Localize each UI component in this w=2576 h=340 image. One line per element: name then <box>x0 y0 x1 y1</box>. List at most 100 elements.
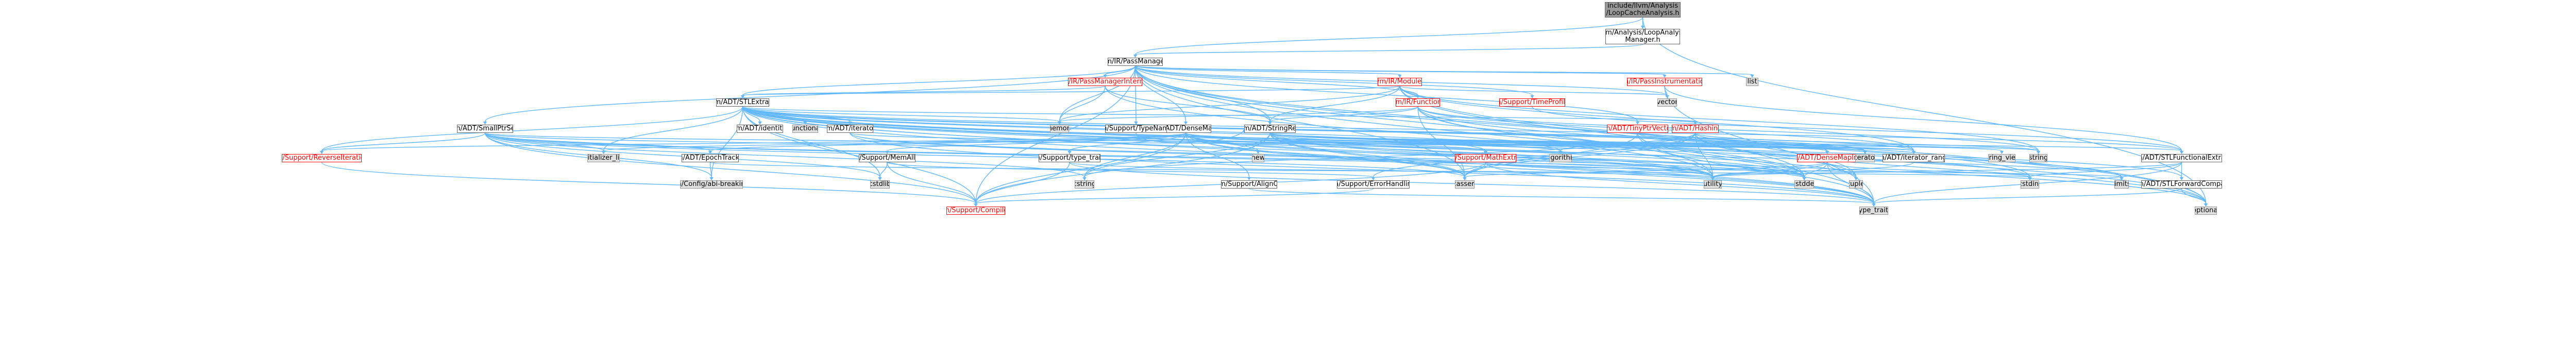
node-vector[interactable]: vector <box>1657 98 1677 107</box>
edge-mathextras-to-cassert <box>1464 162 1486 178</box>
node-functional[interactable]: functional <box>792 125 818 133</box>
node-cstring[interactable]: cstring <box>1075 180 1094 189</box>
edge-stlextras-to-tuple <box>742 106 1857 178</box>
node-stlforwardcompat-h[interactable]: llvm/ADT/STLForwardCompat.h <box>2141 180 2222 189</box>
node-optional[interactable]: optional <box>2195 207 2217 215</box>
node-memory[interactable]: memory <box>1050 125 1069 133</box>
arrowhead-passmgr-to-densemap <box>1183 122 1188 125</box>
node-stringref-h[interactable]: llvm/ADT/StringRef.h <box>1244 125 1296 133</box>
node-memalloc-h[interactable]: llvm/Support/MemAlloc.h <box>859 154 916 162</box>
node-limits[interactable]: limits <box>2114 180 2129 189</box>
node-hashing-h[interactable]: llvm/ADT/Hashing.h <box>1672 125 1719 133</box>
arrowhead-densemapinfo-to-tuple <box>1854 177 1858 180</box>
node-iterator[interactable]: iterator <box>1855 154 1875 162</box>
node-reverseiteration-h[interactable]: llvm/Support/ReverseIteration.h <box>282 154 362 162</box>
edge-iterrange-to-utility <box>1712 162 1914 178</box>
node-densemapinfo-h[interactable]: llvm/ADT/DenseMapInfo.h <box>1797 154 1857 162</box>
arrowhead-stlextras-to-identity <box>758 122 762 125</box>
arrowhead-memalloc-to-errhandling <box>1371 177 1376 180</box>
edge-stlfwd-to-typetraits <box>1873 188 2182 204</box>
node-passinstrumentation-h[interactable]: llvm/IR/PassInstrumentation.h <box>1627 78 1702 86</box>
node-passmanagerinternal-h[interactable]: llvm/IR/PassManagerInternal.h <box>1068 78 1142 86</box>
arrowhead-densemap-to-typetraitsS <box>1067 151 1072 154</box>
node-type-traits[interactable]: type_traits <box>1859 207 1888 215</box>
node-cstdlib[interactable]: cstdlib <box>870 180 890 189</box>
arrowhead-passmgr-to-timeprof <box>1530 95 1534 98</box>
edge-mathextras-to-typetraits <box>1485 162 1874 204</box>
arrowhead-densemap-to-newh <box>1256 151 1260 154</box>
arrowhead-densemap-to-reviter <box>319 151 324 154</box>
node-string-view[interactable]: string_view <box>1988 154 2015 162</box>
edge-densemap-to-reviter <box>321 132 1187 151</box>
edge-module-to-vector <box>1399 86 1668 96</box>
edge-stlfwd-to-optional <box>2181 188 2207 204</box>
node-loopcacheanalysis-h[interactable]: include/llvm/Analysis /LoopCacheAnalysis… <box>1605 2 1681 18</box>
arrowhead-stringref-to-iterrange <box>1911 151 1916 154</box>
arrowhead-stringref-to-string <box>2036 151 2041 154</box>
edge-stlextras-to-iterator <box>742 106 1866 151</box>
edge-stlfunc-to-utility <box>1712 162 2182 178</box>
node-module-h[interactable]: llvm/IR/Module.h <box>1378 78 1422 86</box>
node-cstddef[interactable]: cstddef <box>1794 180 1814 189</box>
arrowhead-epoch-to-configbreak <box>709 177 714 180</box>
edge-loopmgr-to-passmgr <box>1134 44 1643 55</box>
node-timeprofiler-h[interactable]: llvm/Support/TimeProfiler.h <box>1499 98 1565 107</box>
node-tuple[interactable]: tuple <box>1849 180 1863 189</box>
node-epochtracker-h[interactable]: llvm/ADT/EpochTracker.h <box>682 154 739 162</box>
node-cstdint[interactable]: cstdint <box>2021 180 2039 189</box>
edge-typetraitsS-to-compiler <box>975 162 1070 204</box>
arrowhead-adtiterator-to-iterator <box>1863 151 1867 154</box>
node-iterator-range-h[interactable]: llvm/ADT/iterator_range.h <box>1883 154 1945 162</box>
node-string[interactable]: string <box>2029 154 2047 162</box>
node-compiler-h[interactable]: llvm/Support/Compiler.h <box>946 207 1005 215</box>
arrowhead-loopmgr-to-passmgr <box>1133 55 1138 58</box>
arrowhead-passmgr-to-module <box>1398 75 1402 78</box>
node-cassert[interactable]: cassert <box>1455 180 1475 189</box>
edge-passmgr-to-densemap <box>1134 65 1187 122</box>
node-utility[interactable]: utility <box>1704 180 1722 189</box>
node-tinyptrvector-h[interactable]: llvm/ADT/TinyPtrVector.h <box>1607 125 1668 133</box>
edge-hashing-to-tuple <box>1694 132 1857 178</box>
arrowhead-densemap-to-alignof <box>1247 177 1251 180</box>
node-adt-iterator-h[interactable]: llvm/ADT/iterator.h <box>827 125 873 133</box>
node-initializer-list[interactable]: initializer_list <box>587 154 620 162</box>
edge-passmgr-to-memory <box>1059 65 1136 122</box>
edge-densemap-to-iterator <box>1185 132 1866 151</box>
node-identity-h[interactable]: llvm/ADT/identity.h <box>737 125 783 133</box>
arrowhead-stlextras-to-hashing <box>1693 122 1698 125</box>
node-smallptrset-h[interactable]: llvm/ADT/SmallPtrSet.h <box>457 125 513 133</box>
arrowhead-passmgr-to-typename <box>1134 122 1138 125</box>
node-list[interactable]: list <box>1746 78 1758 86</box>
node-densemap-h[interactable]: llvm/ADT/DenseMap.h <box>1160 125 1211 133</box>
arrowhead-densemapinfo-to-cstddef <box>1802 177 1806 180</box>
edge-passmgr-to-smallptrset <box>484 65 1136 122</box>
node-new[interactable]: new <box>1252 154 1264 162</box>
edge-densemap-to-epoch <box>709 132 1187 151</box>
arrowhead-passmgr-to-smallptrset <box>483 122 487 125</box>
arrowhead-passmgr-to-tinyptr <box>1635 122 1640 125</box>
node-loopanalysismanager-h[interactable]: llvm/Analysis/LoopAnalysis Manager.h <box>1605 29 1680 44</box>
arrowhead-stlextras-to-memory <box>1057 122 1062 125</box>
node-function-h[interactable]: llvm/IR/Function.h <box>1396 98 1440 107</box>
node-typename-h[interactable]: llvm/Support/TypeName.h <box>1105 125 1167 133</box>
node-abi-breaking-h[interactable]: llvm/Config/abi-breaking.h <box>680 180 743 189</box>
edge-stlextras-to-memory <box>742 106 1060 122</box>
arrowhead-stringref-to-stringview <box>1999 151 2004 154</box>
edge-densemap-to-typetraitsS <box>1069 132 1187 151</box>
edge-timeprof-to-stlfunc <box>1532 106 2182 151</box>
edge-module-to-stlextras <box>742 86 1400 96</box>
node-passmanager-h[interactable]: llvm/IR/PassManager.h <box>1108 58 1163 66</box>
edge-stringref-to-cassert <box>1269 132 1465 178</box>
arrowhead-stringref-to-cstring <box>1082 177 1087 180</box>
arrowhead-root-to-loopmgr <box>1640 26 1645 29</box>
node-alignof-h[interactable]: llvm/Support/AlignOf.h <box>1221 180 1277 189</box>
edge-function-to-string <box>1417 106 2039 151</box>
node-support-type-traits-h[interactable]: llvm/Support/type_traits.h <box>1039 154 1100 162</box>
node-errorhandling-h[interactable]: llvm/Support/ErrorHandling.h <box>1337 180 1410 189</box>
node-algorithm[interactable]: algorithm <box>1549 154 1572 162</box>
node-stlextras-h[interactable]: llvm/ADT/STLExtras.h <box>716 98 769 107</box>
node-mathextras-h[interactable]: llvm/Support/MathExtras.h <box>1455 154 1516 162</box>
edge-smallptrset-to-initlist <box>484 132 604 151</box>
node-stlfunctionalextras-h[interactable]: llvm/ADT/STLFunctionalExtras.h <box>2141 154 2222 162</box>
